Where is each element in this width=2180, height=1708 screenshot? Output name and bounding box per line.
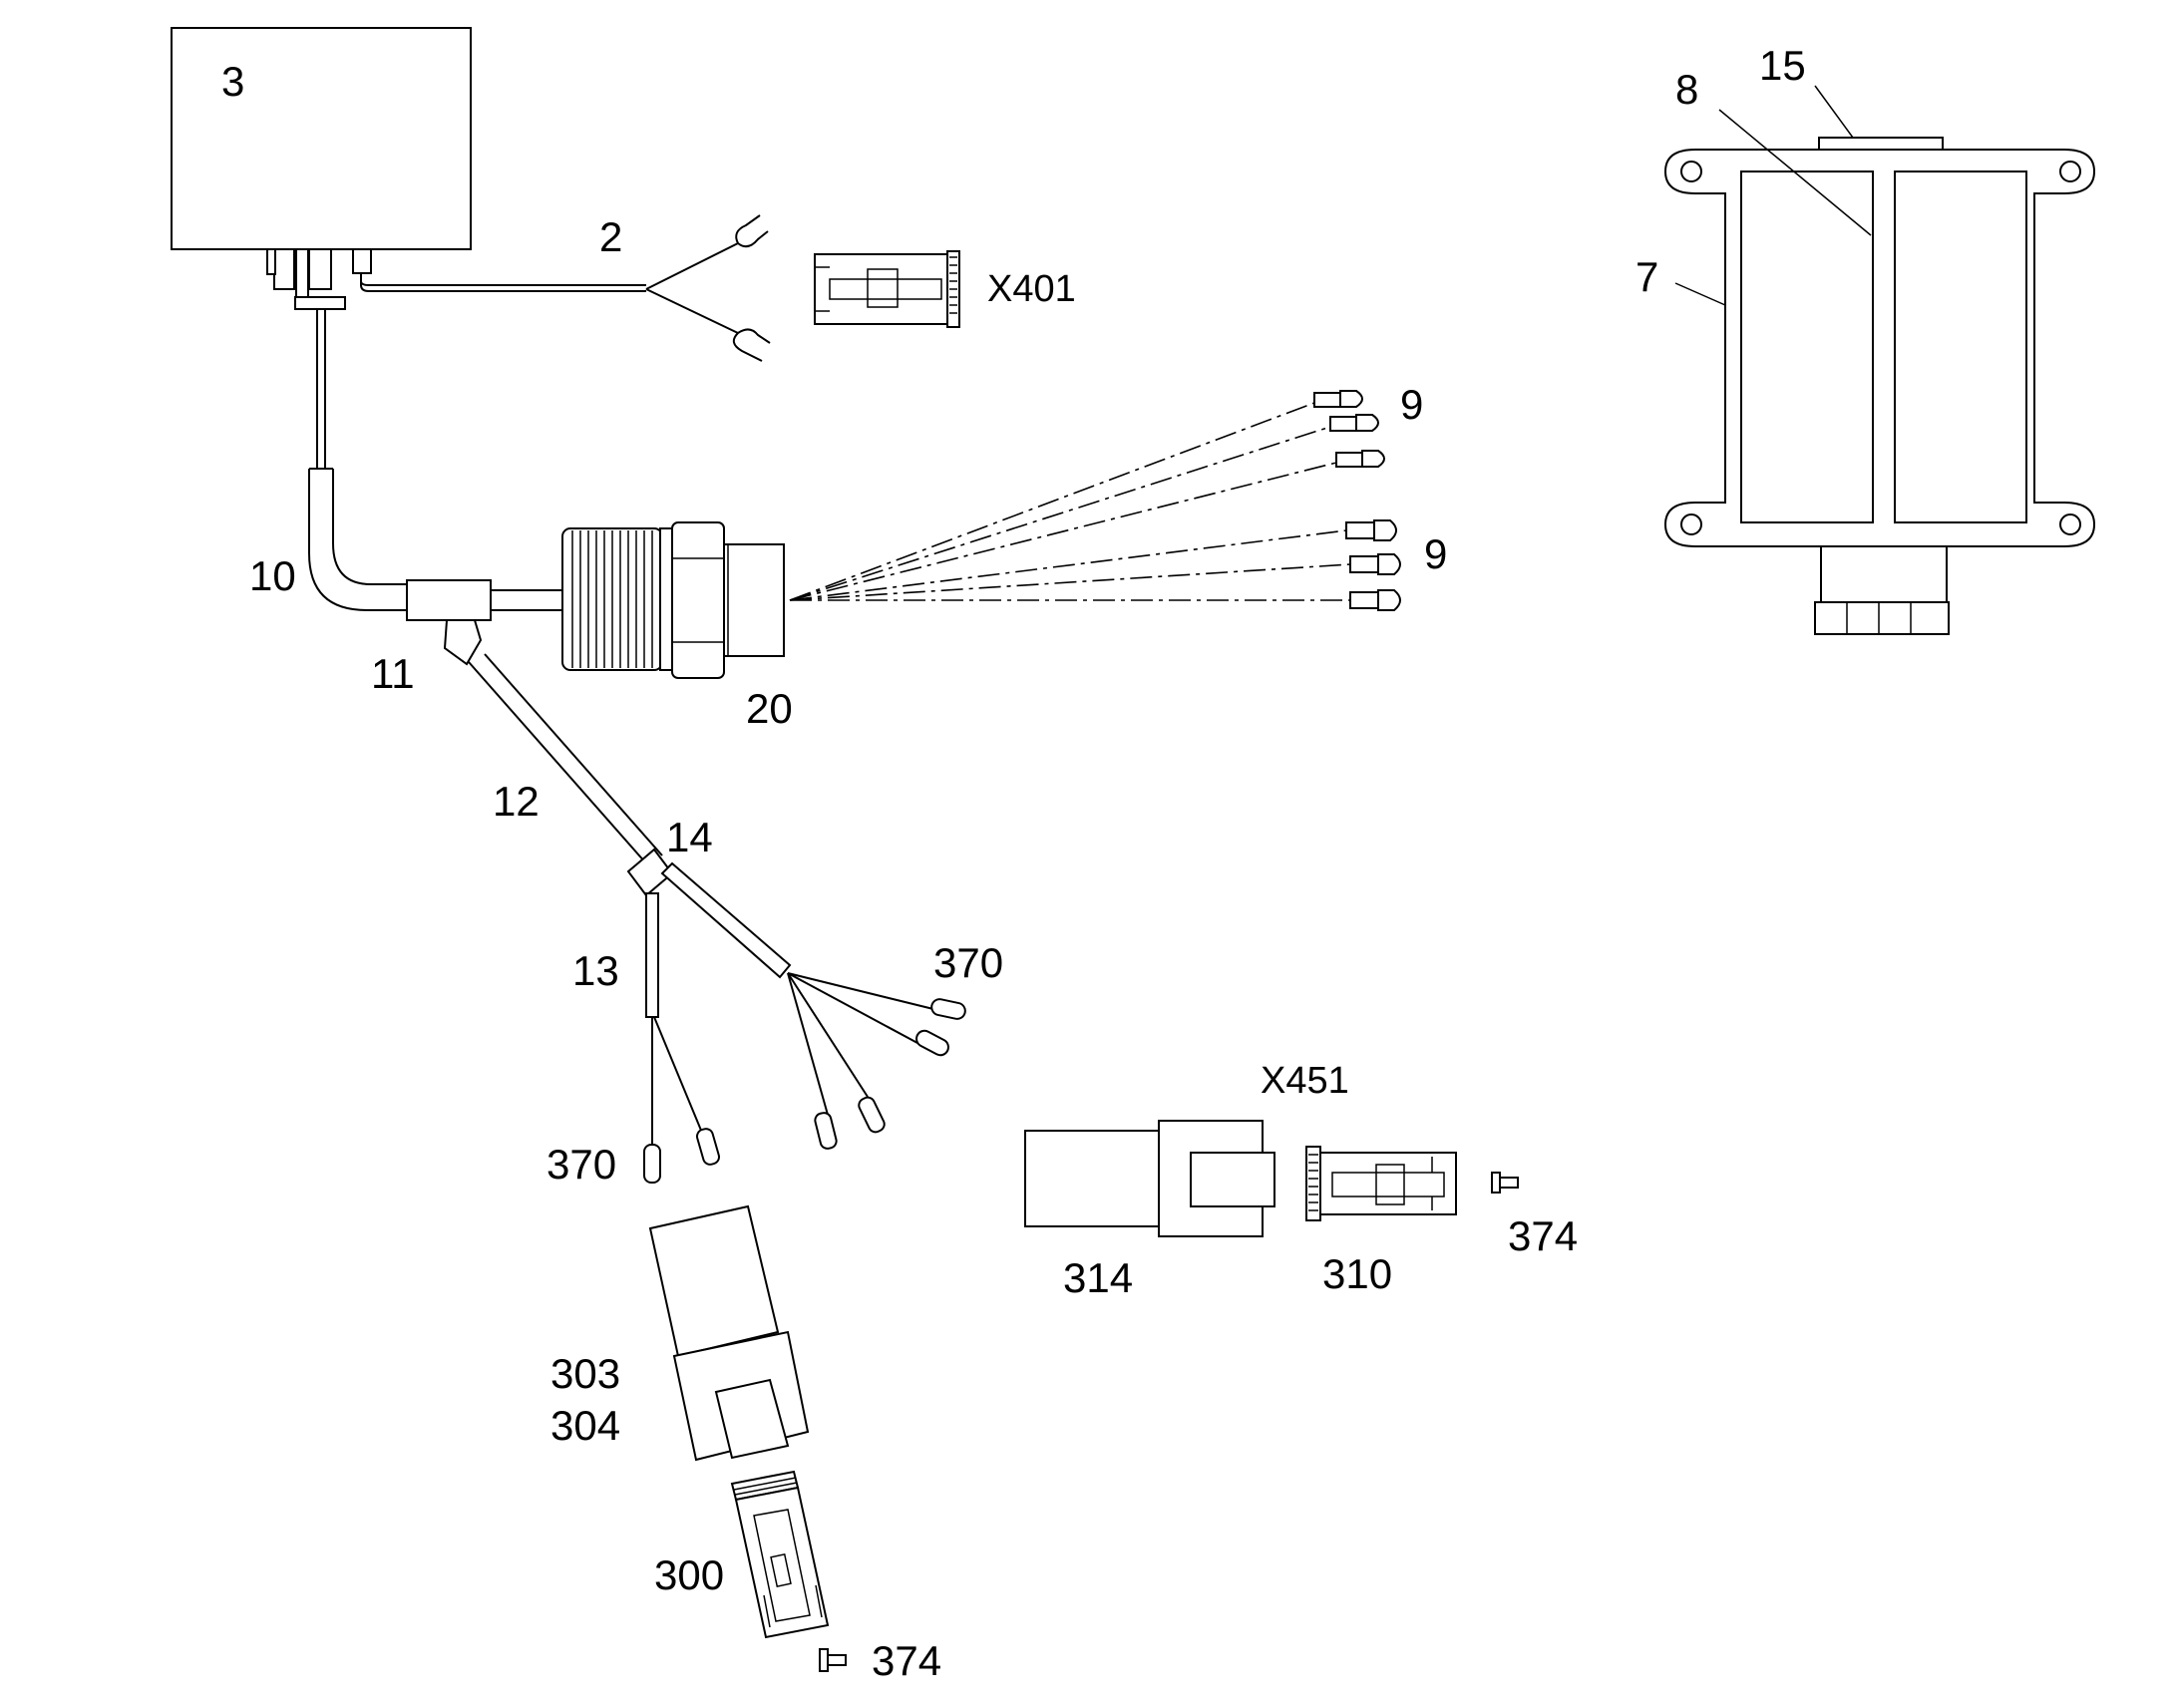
connector-300 (730, 1470, 830, 1639)
label-9-lower: 9 (1424, 530, 1447, 577)
screw-374-bottom (819, 1648, 847, 1672)
label-10: 10 (249, 552, 296, 599)
wires-9-upper (789, 390, 1385, 601)
label-300: 300 (654, 1551, 724, 1598)
right-branch (660, 861, 934, 1116)
label-3: 3 (221, 58, 244, 105)
screw-374-right (1491, 1172, 1519, 1194)
wires-9-lower (789, 519, 1401, 611)
label-11: 11 (371, 650, 415, 697)
label-x451: X451 (1261, 1060, 1349, 1102)
housing-303-304 (648, 1204, 810, 1462)
pin-9-3 (1335, 450, 1385, 468)
label-12: 12 (493, 778, 540, 825)
cable-2 (360, 214, 771, 362)
label-2: 2 (599, 213, 622, 260)
leader-8 (1718, 109, 1872, 236)
cable-gland-20 (561, 521, 785, 679)
label-370-left: 370 (546, 1141, 616, 1188)
pin-9-6 (1349, 589, 1401, 611)
label-9-upper: 9 (1400, 381, 1423, 428)
connector-310 (1305, 1146, 1457, 1221)
connector-x401 (814, 250, 960, 328)
leader-7 (1674, 282, 1726, 306)
label-15: 15 (1759, 42, 1806, 89)
label-374-right: 374 (1508, 1212, 1578, 1259)
label-7: 7 (1635, 253, 1658, 300)
pin-9-5 (1349, 553, 1401, 575)
control-box-3 (171, 27, 472, 310)
pin-9-1 (1313, 390, 1363, 408)
housing-314 (1024, 1120, 1275, 1237)
label-374-bottom: 374 (872, 1637, 941, 1684)
cable-12 (468, 653, 663, 864)
pin-9-2 (1329, 414, 1379, 432)
label-20: 20 (746, 685, 793, 732)
label-13: 13 (572, 947, 619, 994)
pin-9-4 (1345, 519, 1397, 541)
enclosure-7 (1663, 137, 2096, 635)
label-304: 304 (550, 1402, 620, 1449)
label-314: 314 (1063, 1254, 1133, 1301)
cable-13 (645, 892, 703, 1147)
t-piece-11 (406, 579, 562, 666)
label-14: 14 (666, 814, 713, 860)
label-x401: X401 (987, 268, 1076, 310)
leader-15 (1814, 85, 1854, 139)
terminals-370-right (814, 998, 966, 1150)
label-310: 310 (1322, 1250, 1392, 1297)
label-8: 8 (1675, 66, 1698, 113)
label-370-right: 370 (933, 939, 1003, 986)
cable-10 (308, 309, 409, 611)
terminals-370-left (643, 1128, 720, 1184)
label-303: 303 (550, 1350, 620, 1397)
